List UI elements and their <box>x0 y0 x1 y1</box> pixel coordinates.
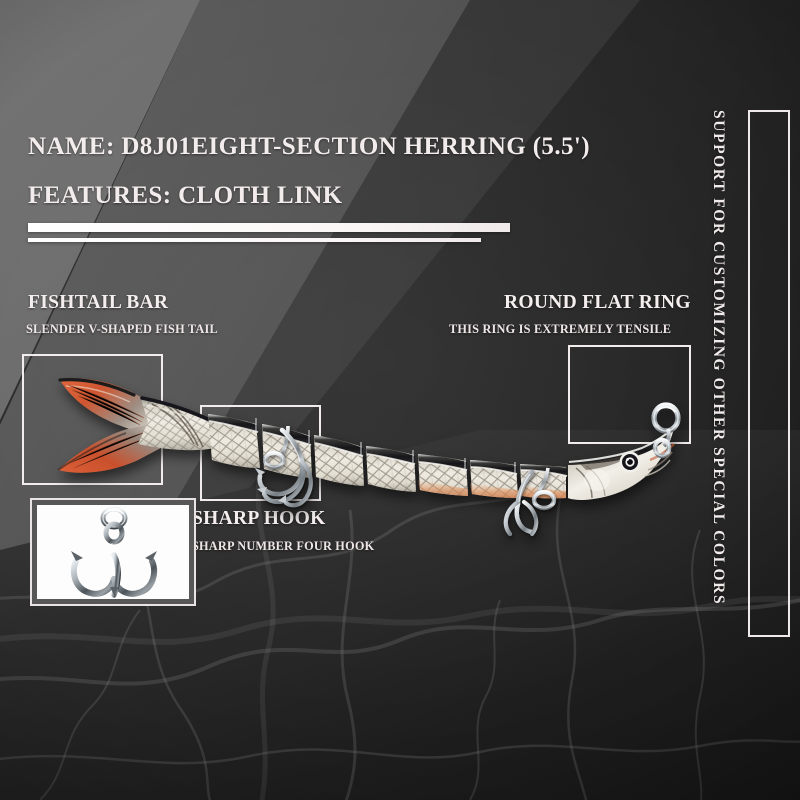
callout-subtitle-round-flat-ring: THIS RING IS EXTREMELY TENSILE <box>449 322 672 336</box>
callout-subtitle-fishtail: SLENDER V-SHAPED FISH TAIL <box>26 322 218 336</box>
callout-title-round-flat-ring: ROUND FLAT RING <box>504 292 691 313</box>
product-features-heading: FEATURES: CLOTH LINK <box>28 182 343 209</box>
side-note-text: SUPPORT FOR CUSTOMIZING OTHER SPECIAL CO… <box>710 110 727 606</box>
divider-bar-thick <box>28 223 510 232</box>
hook-inset-panel <box>30 498 196 606</box>
lure-head <box>568 427 675 500</box>
callout-box-round-flat-ring <box>568 345 691 444</box>
side-accent-rectangle <box>748 110 790 637</box>
product-name-heading: NAME: D8J01EIGHT-SECTION HERRING (5.5') <box>28 133 590 160</box>
callout-title-sharp-hook: SHARP HOOK <box>192 508 326 529</box>
treble-hook-front <box>255 425 313 508</box>
treble-hook-rear <box>503 467 557 537</box>
lure-tail <box>57 377 216 473</box>
treble-hook-icon <box>70 506 158 598</box>
fishing-lure-image <box>20 352 681 537</box>
hook-inset-plate <box>37 505 189 599</box>
callout-title-fishtail: FISHTAIL BAR <box>28 292 169 313</box>
round-flat-ring <box>651 402 681 459</box>
marble-texture <box>0 469 800 800</box>
divider-bar-thin <box>28 238 481 242</box>
callout-subtitle-sharp-hook: SHARP NUMBER FOUR HOOK <box>192 539 375 553</box>
